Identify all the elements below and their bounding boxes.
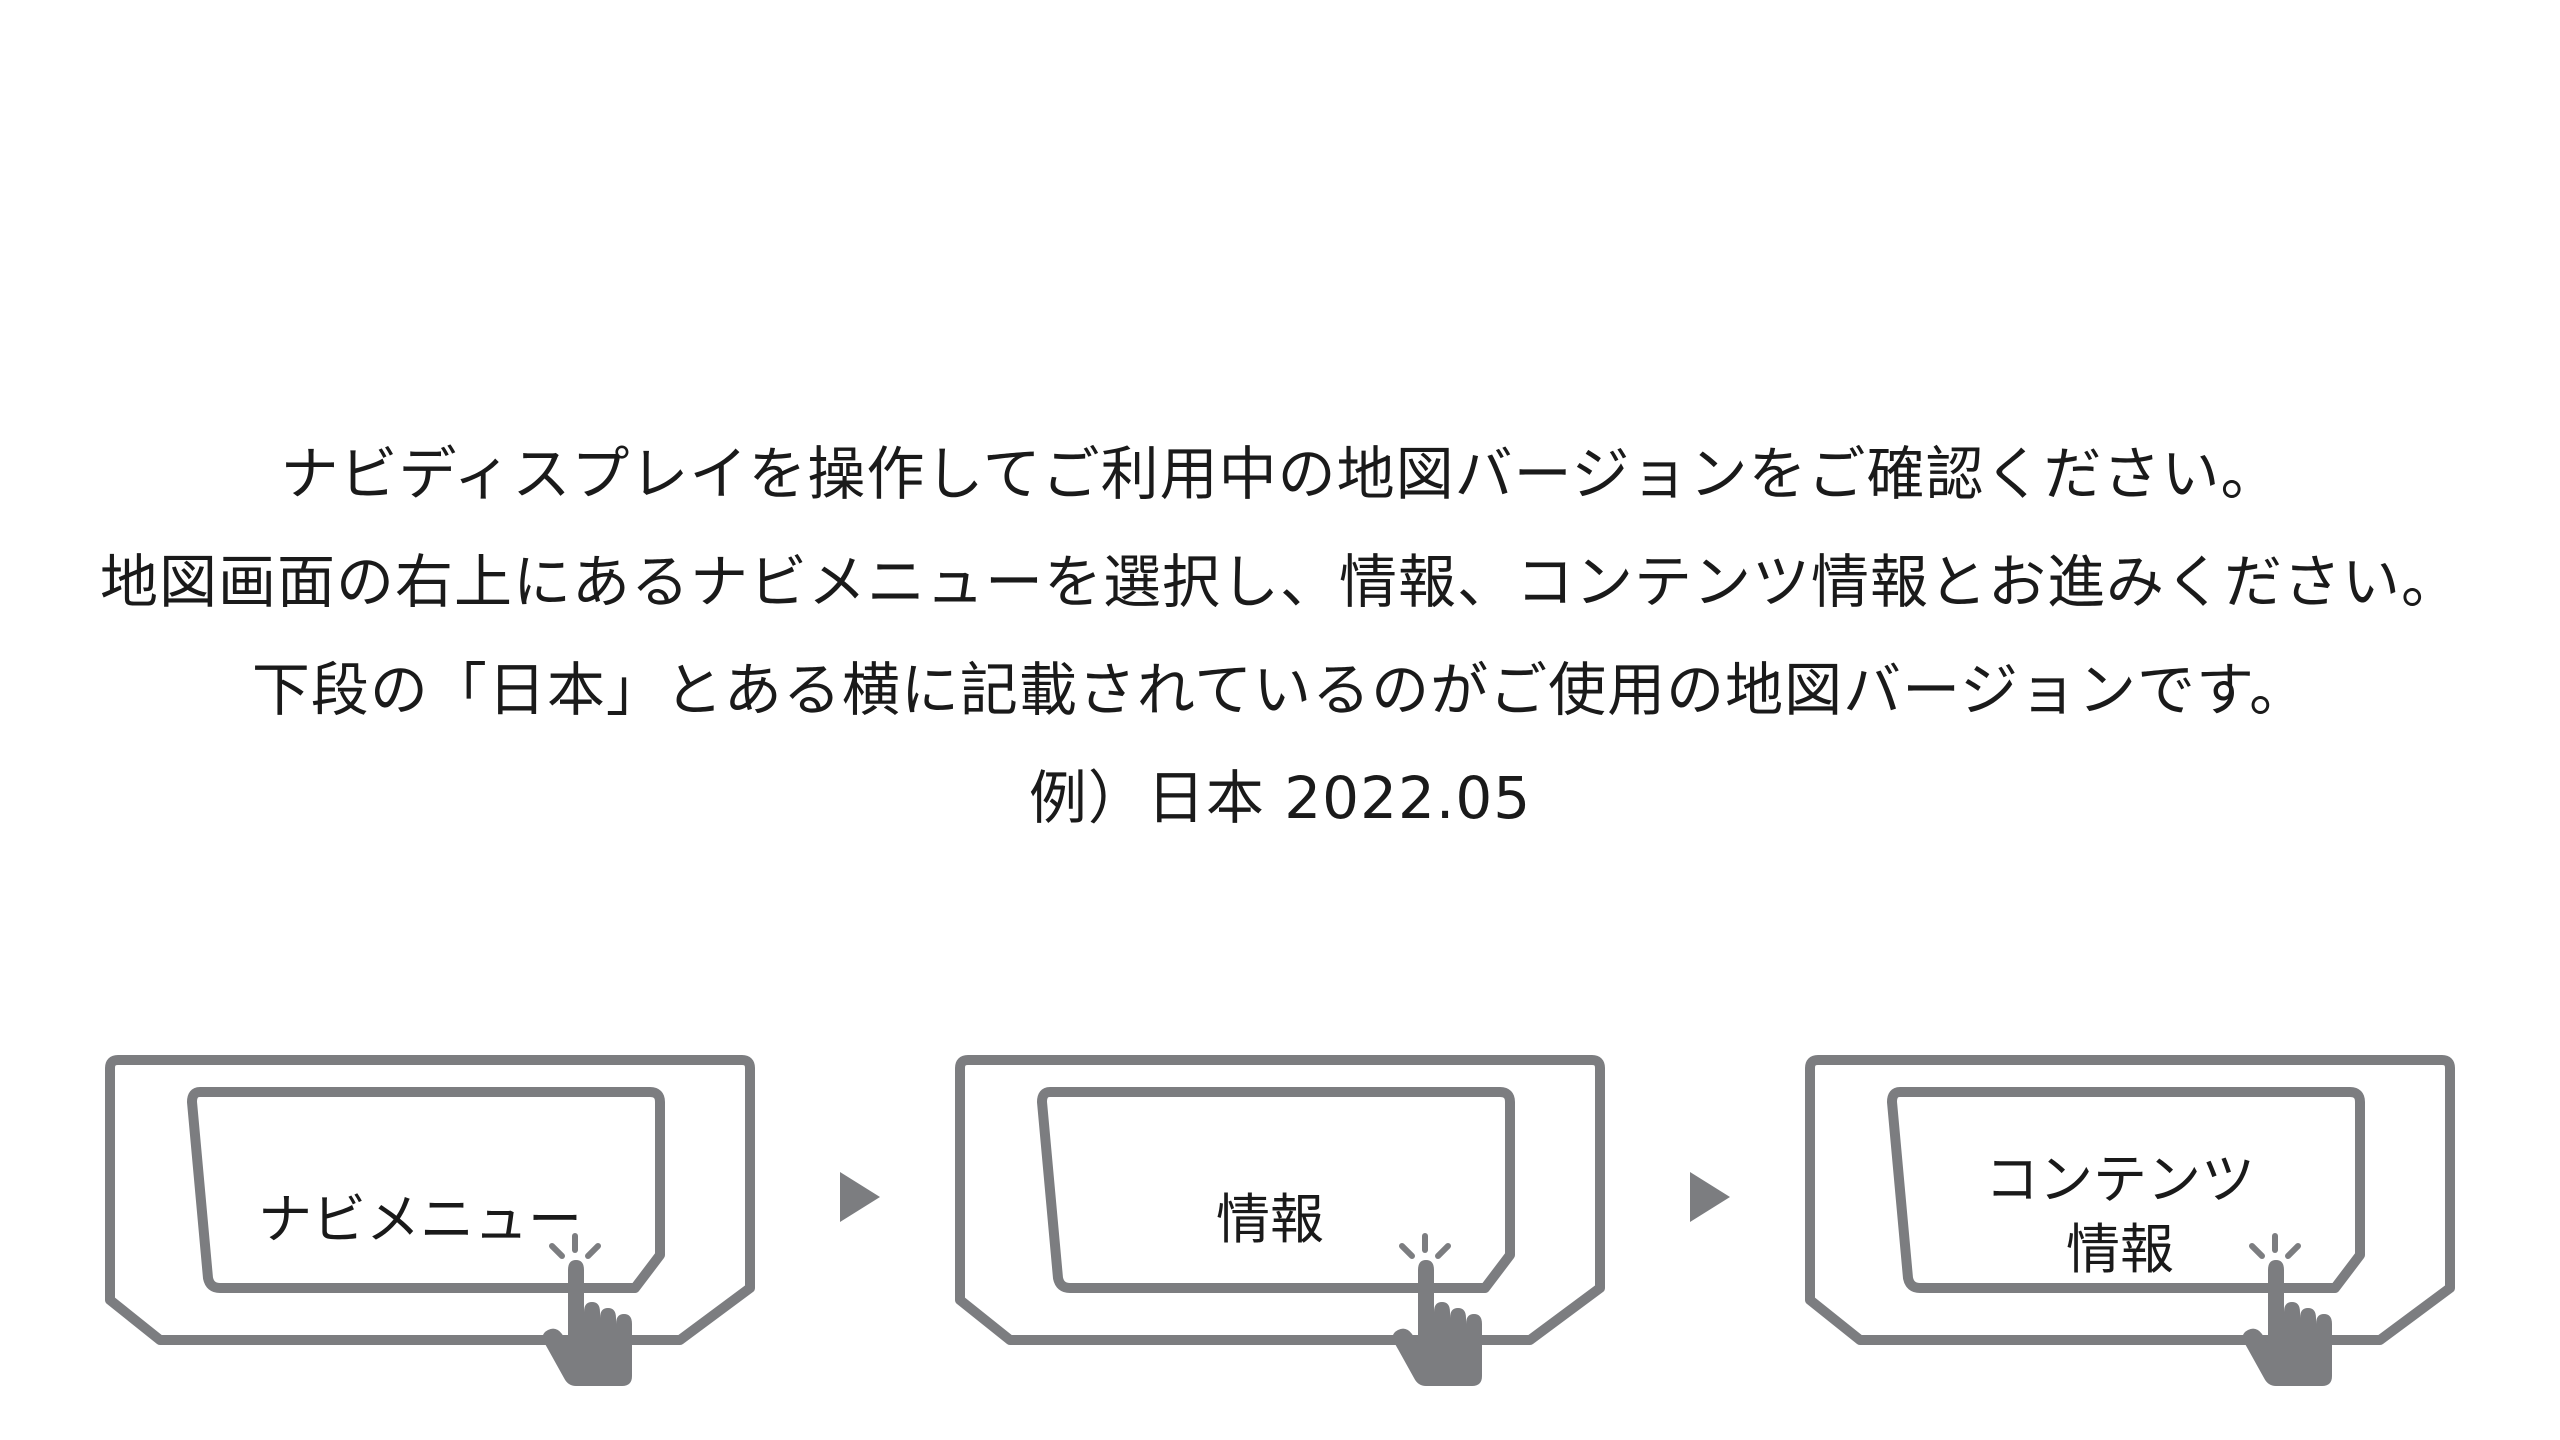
instruction-example: 例）日本 2022.05	[1028, 764, 1532, 832]
instruction-line: 下段の「日本」とある横に記載されているのがご使用の地図バージョンです。	[251, 656, 2309, 724]
instruction-line: ナビディスプレイを操作してご利用中の地図バージョンをご確認ください。	[280, 440, 2280, 508]
steps-diagram: ナビメニュー 情報	[0, 1050, 2560, 1410]
step-label: ナビメニュー	[258, 1188, 582, 1251]
tap-hand-icon	[2242, 1233, 2332, 1386]
tap-hand-icon	[1392, 1233, 1482, 1386]
display-frame-icon	[1805, 1055, 2455, 1345]
instruction-line: 地図画面の右上にあるナビメニューを選択し、情報、コンテンツ情報とお進みください。	[99, 548, 2460, 616]
step-info: 情報	[950, 1050, 1610, 1400]
display-frame-icon	[955, 1055, 1605, 1345]
next-arrow-icon	[1690, 1172, 1730, 1222]
display-frame-icon	[105, 1055, 755, 1345]
step-label: コンテンツ 情報	[1985, 1148, 2255, 1281]
instructions: ナビディスプレイを操作してご利用中の地図バージョンをご確認ください。 地図画面の…	[0, 420, 2560, 852]
step-navi-menu: ナビメニュー	[100, 1050, 760, 1400]
step-label: 情報	[1216, 1188, 1324, 1251]
next-arrow-icon	[840, 1172, 880, 1222]
step-contents-info: コンテンツ 情報	[1800, 1050, 2460, 1400]
tap-hand-icon	[542, 1233, 632, 1386]
